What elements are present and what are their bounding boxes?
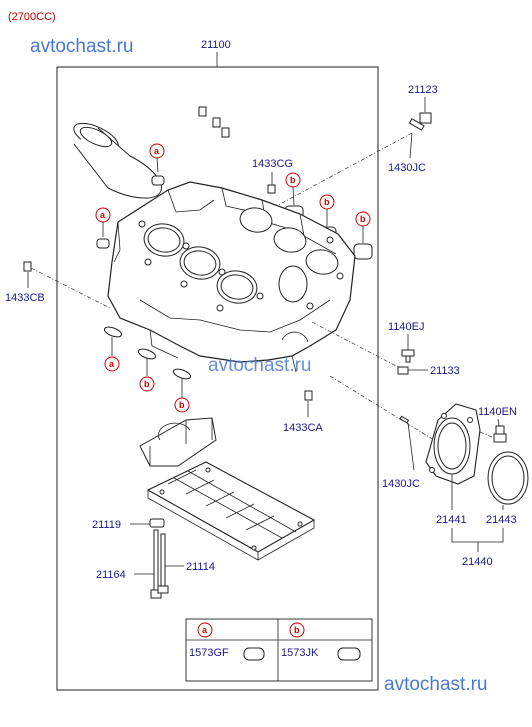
svg-text:b: b — [179, 400, 185, 410]
bolt-21164 — [150, 529, 162, 599]
part-label-21119[interactable]: 21119 — [92, 519, 121, 531]
cylinder-liner — [73, 122, 163, 199]
legend-part-a[interactable]: 1573GF — [189, 647, 229, 659]
marker-b: b — [355, 211, 371, 227]
part-label-21114[interactable]: 21114 — [186, 561, 215, 573]
washer-21119 — [149, 518, 165, 528]
part-label-1140EJ[interactable]: 1140EJ — [388, 321, 425, 333]
watermark-bottom: avtochast.ru — [384, 674, 488, 695]
part-label-1433CB[interactable]: 1433CB — [5, 292, 45, 304]
svg-text:b: b — [324, 197, 330, 207]
rear-oil-seal — [487, 451, 529, 505]
part-label-21443[interactable]: 21443 — [486, 514, 517, 526]
watermark-top: avtochast.ru — [30, 36, 134, 57]
plug-a2 — [96, 238, 110, 249]
leader-1430JC-bottom — [407, 422, 415, 471]
svg-text:a: a — [202, 625, 208, 635]
bolt-1140EN — [493, 425, 507, 443]
marker-b: b — [174, 397, 190, 413]
marker-a: a — [104, 356, 120, 372]
dowel-1433CA — [304, 390, 313, 401]
legend-part-b[interactable]: 1573JK — [281, 647, 319, 659]
centerline-bolt — [479, 431, 495, 439]
part-label-21440[interactable]: 21440 — [462, 556, 493, 568]
marker-a: a — [149, 143, 165, 159]
svg-text:b: b — [360, 214, 366, 224]
plug-a1 — [151, 175, 165, 186]
bolt-1140EJ — [401, 349, 415, 363]
centerline-left — [30, 267, 111, 309]
dowel-1430JC-bottom — [399, 415, 410, 424]
bolt-21114 — [157, 533, 169, 594]
dowel-1433CG — [267, 184, 276, 194]
watermark-middle: avtochast.ru — [208, 355, 312, 376]
marker-a: a — [95, 207, 111, 223]
marker-b: b — [139, 376, 155, 392]
o-ring-a — [103, 326, 123, 338]
svg-text:b: b — [294, 625, 300, 635]
o-ring-b1 — [137, 348, 157, 360]
svg-text:a: a — [100, 210, 106, 220]
rear-seal-case — [425, 403, 481, 485]
part-label-21164[interactable]: 21164 — [96, 569, 126, 581]
legend-plug-a-icon — [243, 647, 265, 661]
leader-marker-b-1 — [292, 186, 295, 206]
o-ring-b2 — [172, 368, 192, 380]
part-label-21441[interactable]: 21441 — [436, 514, 467, 526]
marker-b: b — [285, 172, 301, 188]
part-label-1430JC-bottom[interactable]: 1430JC — [382, 478, 420, 490]
dowel-1433CB — [23, 261, 32, 272]
leader-1430JC-top — [409, 132, 413, 159]
svg-text:b: b — [144, 379, 150, 389]
marker-b: b — [319, 194, 335, 210]
svg-text:a: a — [154, 146, 160, 156]
diagram-frame — [56, 66, 379, 691]
bracket-21440 — [451, 528, 504, 543]
plug-b3 — [353, 243, 373, 260]
engine-block — [107, 181, 356, 373]
plug-21133 — [397, 366, 409, 375]
leader-1140EN — [497, 418, 500, 427]
centerline-top — [231, 132, 413, 231]
svg-text:a: a — [109, 359, 115, 369]
engine-label: (2700CC) — [8, 11, 56, 23]
part-label-1433CA[interactable]: 1433CA — [283, 422, 323, 434]
legend-marker-a: a — [197, 622, 213, 638]
part-label-21100[interactable]: 21100 — [201, 39, 231, 51]
leader-marker-a-1 — [156, 157, 159, 173]
part-label-21133[interactable]: 21133 — [430, 365, 460, 377]
svg-text:b: b — [290, 175, 296, 185]
bolt-21123 — [408, 112, 432, 131]
legend-marker-b: b — [289, 622, 305, 638]
legend-plug-b-icon — [337, 647, 361, 661]
part-label-1140EN[interactable]: 1140EN — [478, 406, 517, 418]
centerline-right-1 — [311, 321, 401, 369]
centerline-right-2 — [329, 375, 435, 441]
part-label-1430JC-top[interactable]: 1430JC — [388, 162, 426, 174]
part-label-1433CG[interactable]: 1433CG — [252, 158, 293, 170]
dowel-pins-top — [198, 106, 230, 138]
ladder-frame — [146, 461, 316, 561]
bearing-cap — [139, 417, 217, 467]
part-label-21123[interactable]: 21123 — [408, 84, 438, 96]
